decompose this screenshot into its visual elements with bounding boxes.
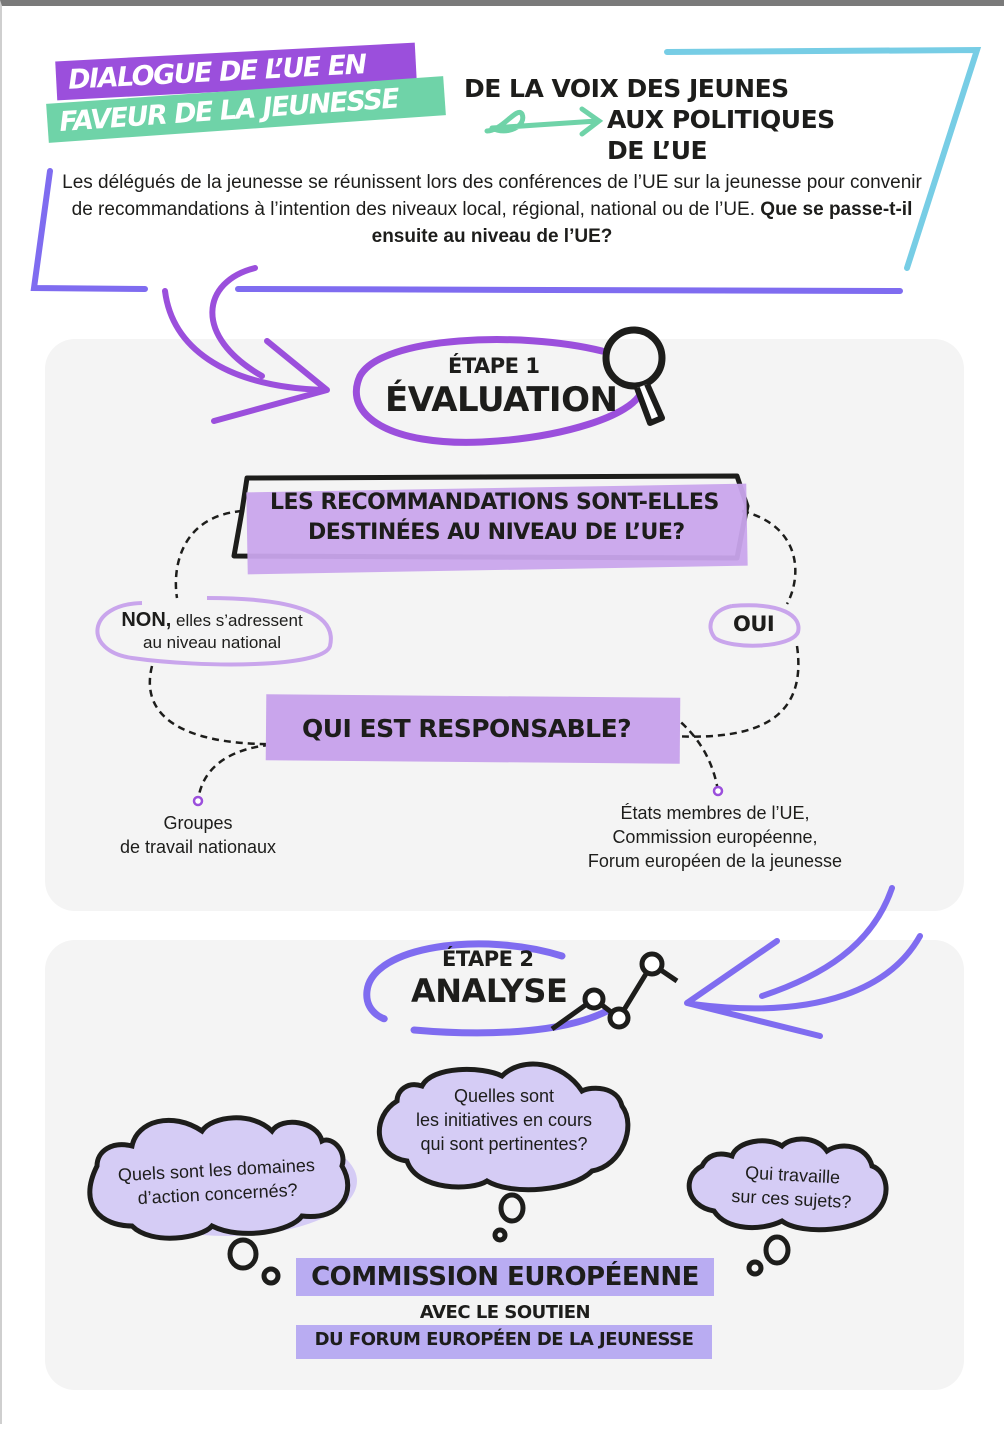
actor-highlight <box>296 1258 714 1296</box>
magnifier-icon <box>602 326 666 426</box>
step2-title: ANALYSE <box>411 972 568 1010</box>
green-arrow <box>484 106 604 137</box>
right-answer-line1: États membres de l’UE, <box>620 803 810 823</box>
question-line2: DESTINÉES AU NIVEAU DE L’UE? <box>308 520 685 545</box>
right-answer-line2: Commission européenne, <box>612 827 818 847</box>
step1-panel <box>45 339 964 911</box>
left-answer: Groupes de travail nationaux <box>98 811 298 859</box>
right-answer: États membres de l’UE, Commission europé… <box>565 801 865 873</box>
no-line2: au niveau national <box>142 633 281 652</box>
frame-violet <box>30 168 903 294</box>
arrow-into-step2 <box>684 885 923 1039</box>
support-highlight <box>296 1325 712 1359</box>
step2-ellipse <box>363 940 611 1037</box>
cloud-right <box>686 1136 889 1277</box>
yes-oval <box>708 603 801 648</box>
cloud-right-text: Qui travaille sur ces sujets? <box>716 1159 868 1215</box>
support: AVEC LE SOUTIEN <box>419 1302 591 1323</box>
subtitle-line1: DE LA VOIX DES JEUNES <box>464 74 789 103</box>
question-line1: LES RECOMMANDATIONS SONT-ELLES <box>270 490 719 515</box>
no-bold: NON, <box>121 609 172 631</box>
cloud-center-line2: les initiatives en cours <box>415 1110 593 1130</box>
cloud-center-text: Quelles sont les initiatives en cours qu… <box>394 1084 614 1156</box>
intro-question: Que se passe-t-il ensuite au niveau de l… <box>371 199 913 247</box>
left-answer-line2: de travail nationaux <box>119 837 277 857</box>
cloud-center-line1: Quelles sont <box>453 1086 555 1106</box>
flow-yes <box>645 509 800 792</box>
arrow-into-step1 <box>162 265 330 424</box>
right-answer-line3: Forum européen de la jeunesse <box>587 851 843 871</box>
line-graph-icon <box>550 951 679 1032</box>
no-oval <box>95 596 333 667</box>
yes-answer: OUI <box>733 612 775 636</box>
step1-label: ÉTAPE 1 <box>448 354 540 378</box>
responsible-question: QUI EST RESPONSABLE? <box>302 714 632 743</box>
cloud-center <box>376 1061 631 1243</box>
subtitle-line2: AUX POLITIQUES <box>607 105 835 134</box>
step1-title: ÉVALUATION <box>385 380 618 420</box>
subtitle-line3: DE L’UE <box>607 136 708 165</box>
frame-cyan <box>664 46 982 271</box>
cloud-center-line3: qui sont pertinentes? <box>420 1134 588 1154</box>
actor: COMMISSION EUROPÉENNE <box>311 1262 699 1292</box>
support-org: DU FORUM EUROPÉEN DE LA JEUNESSE <box>314 1329 694 1350</box>
intro-body: Les délégués de la jeunesse se réunissen… <box>62 172 922 220</box>
cloud-left <box>87 1115 357 1286</box>
step2-label: ÉTAPE 2 <box>442 947 534 971</box>
intro-text: Les délégués de la jeunesse se réunissen… <box>62 169 922 250</box>
step1-ellipse <box>352 336 646 446</box>
left-answer-line1: Groupes <box>163 813 233 833</box>
no-answer: NON, elles s’adressent au niveau national <box>102 609 322 654</box>
no-rest: elles s’adressent <box>171 611 303 630</box>
decorations <box>30 46 982 1286</box>
